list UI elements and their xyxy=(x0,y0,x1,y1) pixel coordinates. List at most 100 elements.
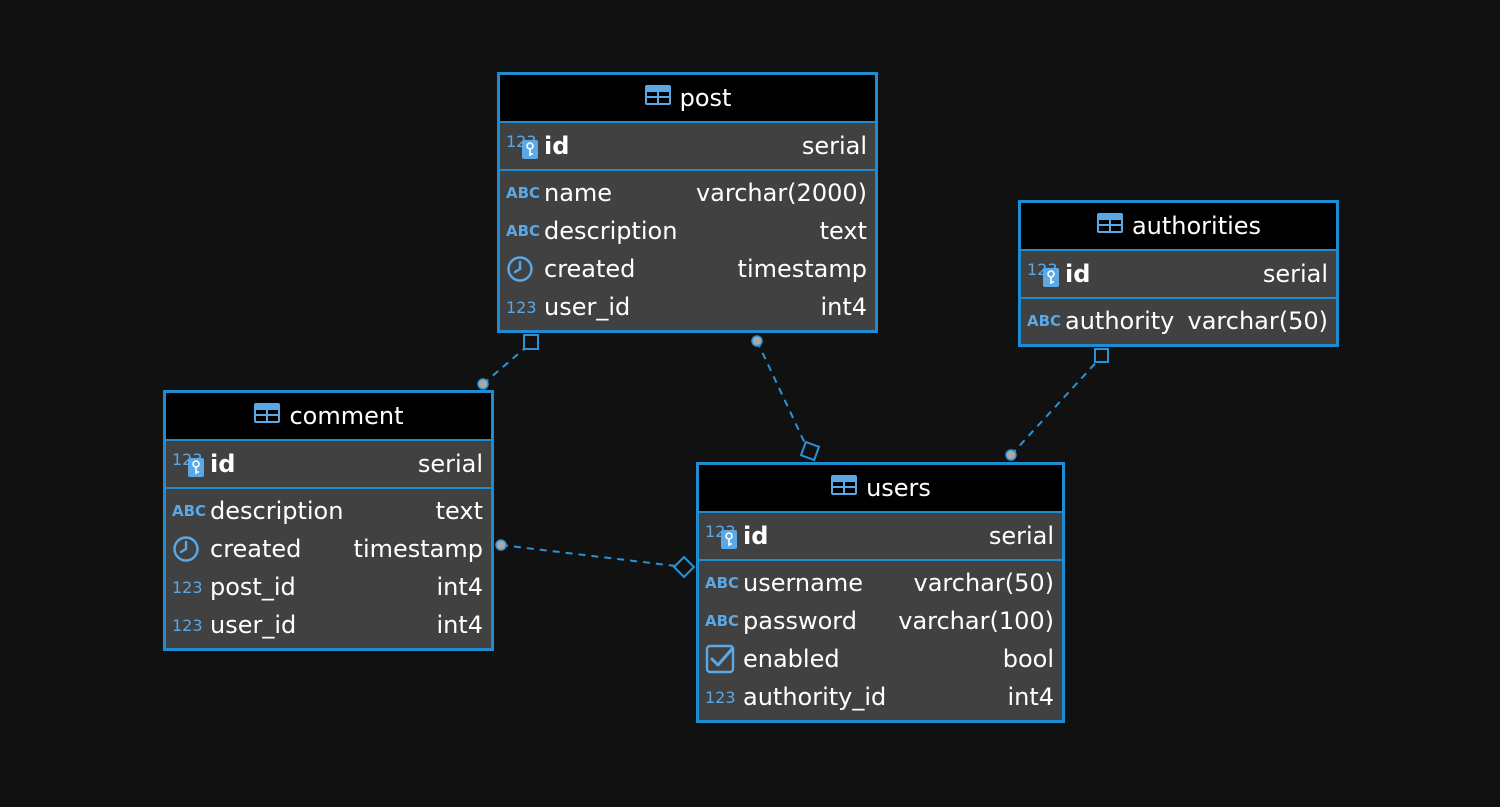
column-type: serial xyxy=(417,450,483,478)
table-title: comment xyxy=(289,402,404,430)
primary-key-icon: 123 xyxy=(705,523,743,549)
text-type-icon: ABC xyxy=(705,574,740,592)
text-type-icon: ABC xyxy=(1027,312,1062,330)
column-type: int4 xyxy=(820,293,867,321)
numeric-type-icon: 123 xyxy=(705,687,736,707)
primary-key-section: 123 id serial xyxy=(1021,251,1336,299)
column-row[interactable]: 123 user_id int4 xyxy=(500,288,875,326)
primary-key-section: 123 id serial xyxy=(699,513,1062,561)
table-header[interactable]: post xyxy=(500,75,875,123)
columns-section: ABC description text created timestamp 1… xyxy=(166,489,491,648)
column-name: username xyxy=(743,569,863,597)
column-type: timestamp xyxy=(353,535,483,563)
column-row[interactable]: ABC username varchar(50) xyxy=(699,564,1062,602)
column-row[interactable]: 123 id serial xyxy=(699,515,1062,557)
table-header[interactable]: comment xyxy=(166,393,491,441)
rel-comment-top-dot xyxy=(477,378,489,390)
column-type: int4 xyxy=(1007,683,1054,711)
column-name: user_id xyxy=(544,293,631,321)
column-name: user_id xyxy=(210,611,297,639)
numeric-type-icon: 123 xyxy=(506,297,537,317)
column-name: authority_id xyxy=(743,683,887,711)
numeric-type-icon: 123 xyxy=(172,577,203,597)
column-row[interactable]: created timestamp xyxy=(500,250,875,288)
rel-post-end-square xyxy=(523,334,539,350)
column-name: id xyxy=(210,450,236,478)
column-name: enabled xyxy=(743,645,840,673)
primary-key-icon: 123 xyxy=(172,451,210,477)
column-row[interactable]: 123 id serial xyxy=(500,125,875,167)
column-row[interactable]: 123 post_id int4 xyxy=(166,568,491,606)
primary-key-icon: 123 xyxy=(1027,261,1065,287)
rel-post-users-line xyxy=(756,340,810,453)
column-type: text xyxy=(435,497,483,525)
rel-comment-right-dot xyxy=(495,539,507,551)
column-row[interactable]: created timestamp xyxy=(166,530,491,568)
column-row[interactable]: ABC description text xyxy=(500,212,875,250)
table-title: authorities xyxy=(1131,212,1262,240)
table-icon xyxy=(644,84,672,112)
column-type: serial xyxy=(801,132,867,160)
table-header[interactable]: authorities xyxy=(1021,203,1336,251)
rel-users-authorities-line xyxy=(1010,355,1103,456)
column-row[interactable]: 123 authority_id int4 xyxy=(699,678,1062,716)
text-type-icon: ABC xyxy=(705,612,740,630)
text-type-icon: ABC xyxy=(172,502,207,520)
column-name: description xyxy=(210,497,344,525)
rel-post-bottom-dot xyxy=(751,335,763,347)
column-row[interactable]: ABC authority varchar(50) xyxy=(1021,302,1336,340)
columns-section: ABC authority varchar(50) xyxy=(1021,299,1336,344)
column-type: varchar(50) xyxy=(913,569,1055,597)
text-type-icon: ABC xyxy=(506,222,541,240)
column-type: serial xyxy=(1262,260,1328,288)
columns-section: ABC name varchar(2000) ABC description t… xyxy=(500,171,875,330)
table-icon xyxy=(1096,212,1124,240)
column-name: description xyxy=(544,217,678,245)
rel-users-top-dot xyxy=(1005,449,1017,461)
rel-comment-users-line xyxy=(500,544,685,568)
column-name: id xyxy=(544,132,570,160)
column-name: id xyxy=(743,522,769,550)
column-name: password xyxy=(743,607,857,635)
column-row[interactable]: ABC name varchar(2000) xyxy=(500,174,875,212)
column-name: created xyxy=(544,255,636,283)
table-header[interactable]: users xyxy=(699,465,1062,513)
primary-key-icon: 123 xyxy=(506,133,544,159)
column-name: id xyxy=(1065,260,1091,288)
column-type: varchar(50) xyxy=(1187,307,1329,335)
column-type: varchar(100) xyxy=(898,607,1054,635)
rel-users-left-end-diamond xyxy=(672,555,696,579)
clock-icon xyxy=(172,535,210,563)
columns-section: ABC username varchar(50) ABC password va… xyxy=(699,561,1062,720)
column-row[interactable]: 123 user_id int4 xyxy=(166,606,491,644)
table-comment[interactable]: comment 123 id serial ABC description te… xyxy=(163,390,494,651)
column-type: varchar(2000) xyxy=(695,179,867,207)
table-icon xyxy=(830,474,858,502)
column-type: bool xyxy=(1002,645,1054,673)
column-name: name xyxy=(544,179,613,207)
clock-icon xyxy=(506,255,544,283)
primary-key-section: 123 id serial xyxy=(166,441,491,489)
checkbox-icon xyxy=(705,644,743,674)
text-type-icon: ABC xyxy=(506,184,541,202)
table-title: post xyxy=(679,84,732,112)
table-post[interactable]: post 123 id serial ABC name varchar(2000… xyxy=(497,72,878,333)
column-row[interactable]: 123 id serial xyxy=(1021,253,1336,295)
column-type: serial xyxy=(988,522,1054,550)
column-name: authority xyxy=(1065,307,1175,335)
table-users[interactable]: users 123 id serial ABC username varchar… xyxy=(696,462,1065,723)
column-type: int4 xyxy=(436,573,483,601)
column-row[interactable]: enabled bool xyxy=(699,640,1062,678)
column-row[interactable]: ABC description text xyxy=(166,492,491,530)
column-row[interactable]: ABC password varchar(100) xyxy=(699,602,1062,640)
column-name: post_id xyxy=(210,573,296,601)
table-icon xyxy=(253,402,281,430)
column-type: int4 xyxy=(436,611,483,639)
column-type: timestamp xyxy=(737,255,867,283)
column-name: created xyxy=(210,535,302,563)
rel-users-top-end-diamond xyxy=(799,440,821,462)
column-row[interactable]: 123 id serial xyxy=(166,443,491,485)
table-authorities[interactable]: authorities 123 id serial ABC authority … xyxy=(1018,200,1339,347)
table-title: users xyxy=(866,474,931,502)
